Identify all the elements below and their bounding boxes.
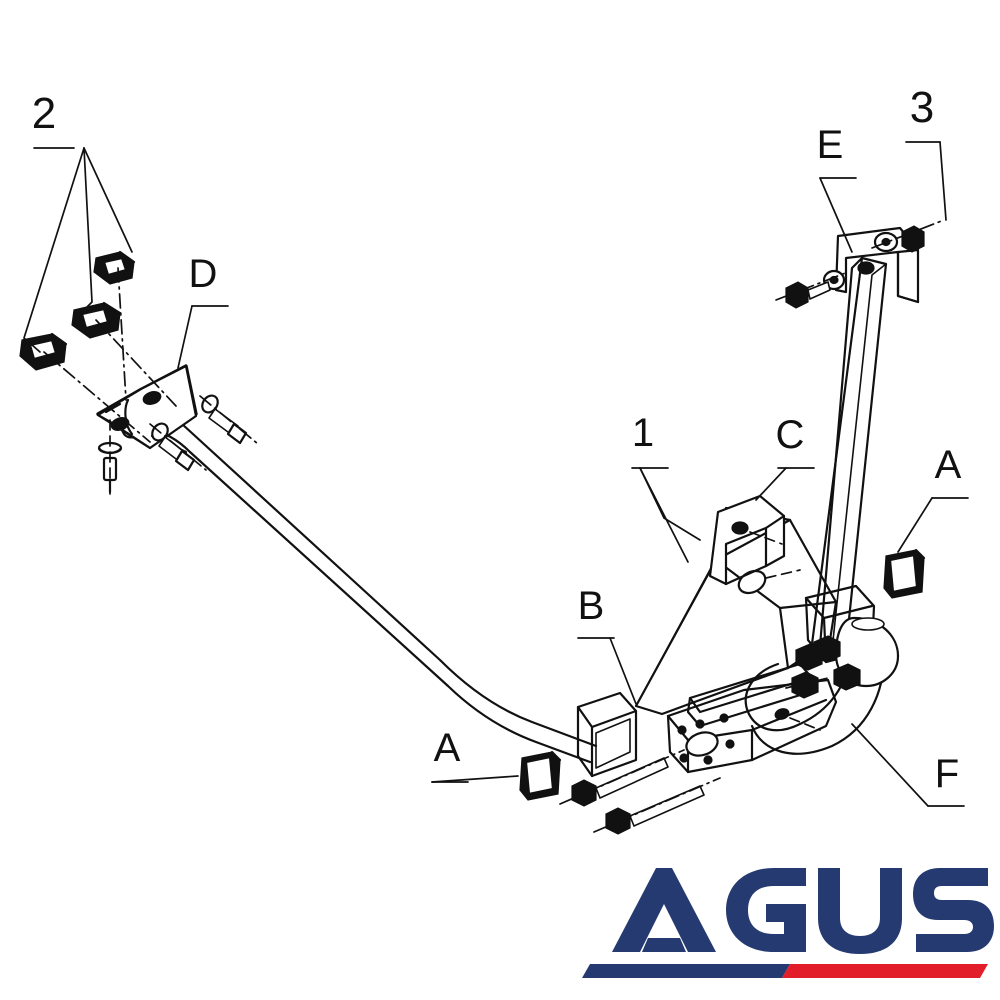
bolt-head xyxy=(833,663,861,691)
bolt-head xyxy=(813,635,841,663)
left-mounting-plate xyxy=(96,364,198,454)
leader-lines xyxy=(23,141,969,807)
bolt xyxy=(149,422,207,472)
agus-logo xyxy=(582,868,994,978)
nut xyxy=(901,225,925,253)
bolt xyxy=(785,281,831,309)
clip-bracket xyxy=(93,250,136,285)
logo-letter-g xyxy=(726,868,806,952)
logo-stripe-red xyxy=(782,964,988,978)
long-bolt xyxy=(593,777,721,835)
u-bracket-socket-plate xyxy=(708,494,786,586)
callout-label-E: E xyxy=(817,123,844,167)
agus-wordmark xyxy=(582,868,994,978)
callout-labels: 2 D E 3 1 C A B A F xyxy=(32,83,962,796)
logo-stripe-navy xyxy=(582,964,790,978)
logo-letter-a xyxy=(612,868,716,952)
right-plate-hardware xyxy=(775,219,945,309)
callout-label-1: 1 xyxy=(632,411,654,455)
end-cap-right xyxy=(883,548,926,599)
hitch-receiver-plate xyxy=(666,662,838,774)
callout-label-2: 2 xyxy=(32,89,56,138)
bolt-head xyxy=(791,671,819,699)
clip-brackets-group xyxy=(19,250,177,443)
callout-label-A-right: A xyxy=(935,443,962,487)
end-cap-left xyxy=(519,750,562,801)
bolt-vertical xyxy=(97,419,123,499)
callout-label-B: B xyxy=(578,584,605,628)
callout-label-A-left: A xyxy=(434,726,461,770)
long-bolts-bottom xyxy=(559,749,721,835)
square-tube-end xyxy=(576,691,638,778)
callout-label-D: D xyxy=(189,252,218,296)
washer xyxy=(873,231,899,253)
long-bolt xyxy=(559,749,685,807)
logo-letter-u xyxy=(818,868,902,954)
left-plate-bolts xyxy=(97,394,259,499)
body-bolts xyxy=(785,635,861,699)
callout-label-F: F xyxy=(935,752,959,796)
callout-label-3: 3 xyxy=(910,83,934,132)
logo-letter-s xyxy=(913,868,994,952)
bolt xyxy=(199,394,259,445)
callout-label-C: C xyxy=(776,413,805,457)
